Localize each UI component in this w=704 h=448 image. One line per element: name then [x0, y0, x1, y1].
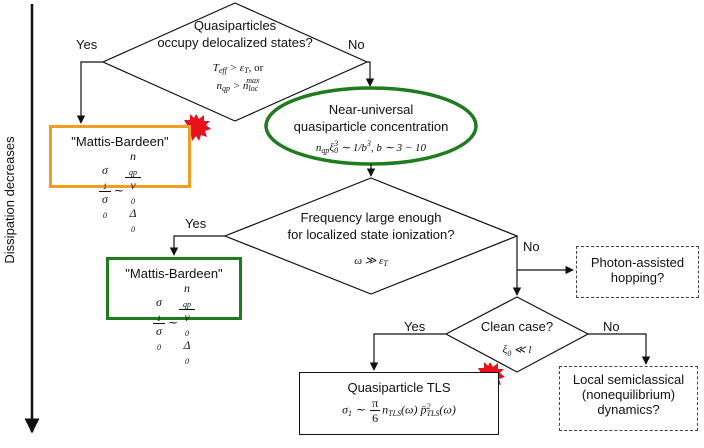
yes-label-2: Yes: [185, 216, 207, 231]
decision-top-line2: occupy delocalized states?: [157, 35, 312, 50]
decision-freq-line2: for localized state ionization?: [288, 227, 455, 242]
universal-line2: quasiparticle concentration: [294, 119, 449, 134]
semiclassical-line1: Local semiclassical: [572, 372, 685, 387]
tls-title: Quasiparticle TLS: [347, 380, 451, 395]
photon-assisted-line1: Photon-assisted: [590, 255, 685, 270]
no-label-3: No: [603, 319, 620, 334]
photon-assisted-box: Photon-assisted hopping?: [576, 246, 699, 298]
connector-top-no: [365, 61, 375, 87]
semiclassical-line3: dynamics?: [597, 402, 660, 417]
decision-clean-diamond: [444, 296, 590, 373]
decision-clean-cond: ξ0 ≪ l: [503, 344, 532, 358]
mattis-bardeen-orange-title: "Mattis-Bardeen": [71, 134, 169, 149]
yes-label-3: Yes: [404, 319, 426, 334]
mattis-bardeen-green-title: "Mattis-Bardeen": [125, 266, 223, 281]
no-label-1: No: [348, 37, 365, 52]
photon-assisted-line2: hopping?: [610, 270, 665, 285]
no-label-2: No: [523, 239, 540, 254]
universal-line1: Near-universal: [329, 102, 414, 117]
decision-top-line1: Quasiparticles: [194, 18, 277, 33]
decision-freq-diamond: [223, 177, 519, 295]
axis-label: Dissipation decreases: [2, 136, 17, 264]
connector-top-yes: [76, 61, 103, 124]
connector-freq-yes: [169, 235, 225, 256]
decision-freq-line1: Frequency large enough: [301, 210, 442, 225]
connector-clean-yes: [369, 333, 446, 371]
decision-top-cond1: Teff > εT, or: [213, 62, 264, 75]
local-semiclassical-box: Local semiclassical (nonequilibrium) dyn…: [559, 366, 698, 431]
decision-top-diamond: [101, 2, 369, 122]
semiclassical-line2: (nonequilibrium): [581, 387, 676, 402]
yes-label-1: Yes: [76, 37, 98, 52]
connector-clean-no: [588, 333, 651, 365]
decision-clean-line1: Clean case?: [481, 319, 553, 334]
decision-freq-cond: ω ≫ εT: [354, 255, 388, 268]
